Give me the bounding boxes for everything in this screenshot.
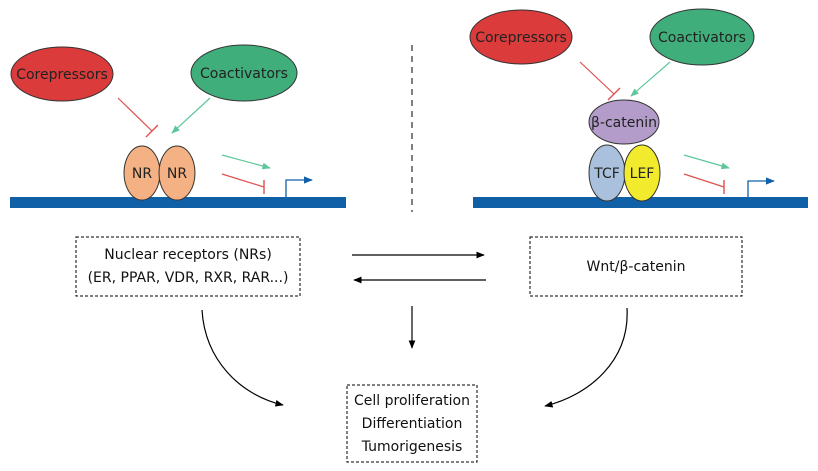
lef-label: LEF (630, 166, 655, 182)
transcription-activation-arrow-left (221, 154, 271, 170)
activation-arrow-right (630, 61, 671, 97)
nr-label-right: NR (167, 166, 187, 182)
inhibition-arrow-right (579, 61, 621, 101)
left-panel: Corepressors Coactivators NR NR (10, 44, 346, 208)
corepressors-label-left: Corepressors (16, 67, 108, 83)
corepressors-ellipse-left (10, 46, 114, 102)
right-panel: Corepressors Coactivators β-catenin TCF … (469, 8, 808, 208)
lef-oval (623, 144, 661, 202)
corepressors-label-right: Corepressors (475, 30, 567, 46)
transcription-repression-arrow-left (221, 173, 265, 194)
nr-to-outcome-arrow (201, 309, 284, 407)
coactivators-label-left: Coactivators (200, 66, 288, 82)
wnt-label: Wnt/β-catenin (587, 259, 686, 275)
beta-catenin-label: β-catenin (591, 115, 657, 131)
nr-label-left: NR (132, 166, 152, 182)
nuclear-receptors-box: Nuclear receptors (NRs) (ER, PPAR, VDR, … (75, 236, 301, 297)
transcription-activation-arrow-right (683, 154, 730, 170)
transcription-repression-arrow-right (683, 173, 725, 194)
outcome-box: Cell proliferation Differentiation Tumor… (346, 384, 478, 463)
outcome-line1: Cell proliferation (354, 393, 470, 409)
transcription-start-site-left (285, 176, 313, 197)
coactivators-ellipse-right (649, 8, 755, 66)
tcf-label: TCF (593, 166, 620, 182)
inhibition-arrow-left (117, 97, 159, 138)
nuclear-receptors-line1: Nuclear receptors (NRs) (104, 247, 272, 263)
outcome-line2: Differentiation (362, 416, 463, 432)
coactivators-label-right: Coactivators (658, 30, 746, 46)
wnt-box: Wnt/β-catenin (529, 236, 743, 297)
wnt-to-outcome-arrow (544, 307, 628, 408)
nuclear-receptors-line2: (ER, PPAR, VDR, RXR, RAR...) (88, 270, 289, 286)
dna-bar-left (10, 197, 346, 208)
beta-catenin-oval (588, 99, 660, 145)
nr-oval-right (158, 145, 196, 201)
outcome-line3: Tumorigenesis (361, 439, 463, 455)
dna-bar-right (473, 197, 808, 208)
corepressors-ellipse-right (469, 9, 573, 65)
activation-arrow-left (171, 97, 211, 134)
transcription-start-site-right (747, 177, 775, 197)
coactivators-ellipse-left (190, 44, 298, 102)
